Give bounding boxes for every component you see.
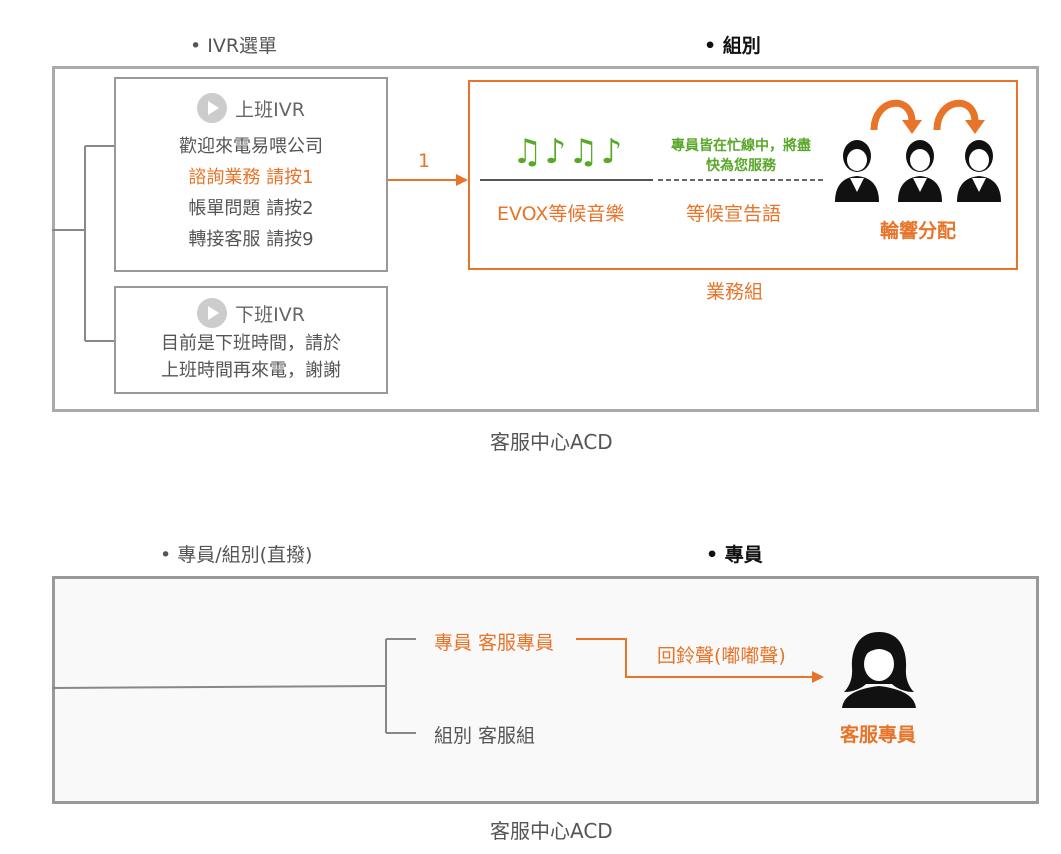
- day-ivr-title: 上班IVR: [235, 98, 305, 121]
- agent-route-label: 專員 客服專員: [434, 632, 555, 654]
- night-ivr-line: 目前是下班時間，請於: [161, 333, 341, 354]
- female-agent-icon: [842, 632, 916, 708]
- agent-section-label: • 專員: [706, 544, 763, 566]
- trunk-line: [52, 685, 387, 689]
- rotate-arrow-icon: [933, 100, 979, 131]
- busy-message-line: 專員皆在忙線中，將盡: [671, 138, 811, 154]
- day-ivr-line-highlight: 諮詢業務 請按1: [188, 167, 314, 188]
- agent-icon: [957, 140, 1001, 202]
- top-connectors: [52, 145, 468, 342]
- day-ivr-box: 上班IVR 歡迎來電易喂公司 諮詢業務 請按1 帳單問題 請按2 轉接客服 請按…: [114, 77, 388, 272]
- rotate-arrow-head: [965, 120, 985, 134]
- acd-caption-top: 客服中心ACD: [490, 430, 613, 454]
- route-arrow-head: [456, 174, 468, 186]
- music-notes-icon: ♫♪♫♪: [512, 132, 625, 172]
- evox-label: EVOX等候音樂: [497, 203, 625, 225]
- group-name-label: 業務組: [706, 281, 764, 303]
- round-robin-label: 輪響分配: [880, 220, 957, 242]
- agent-icon: [898, 140, 942, 202]
- ivr-menu-label: • IVR選單: [190, 35, 278, 57]
- rotate-arrow-head: [902, 120, 922, 134]
- group-route-label: 組別 客服組: [434, 725, 536, 747]
- play-icon: [197, 93, 228, 123]
- group-section-label: • 組別: [704, 35, 761, 57]
- agent-icon: [835, 140, 879, 202]
- night-ivr-title: 下班IVR: [235, 303, 305, 326]
- busy-message: 專員皆在忙線中，將盡 快為您服務: [651, 136, 831, 176]
- rotate-arrow-icon: [870, 100, 916, 131]
- round-robin-graphic: [835, 100, 1001, 202]
- ringback-arrow-head: [812, 671, 824, 683]
- ringback-route-line: [576, 638, 812, 678]
- day-ivr-line: 轉接客服 請按9: [188, 229, 314, 250]
- day-ivr-line: 歡迎來電易喂公司: [179, 136, 323, 157]
- route-digit: 1: [418, 150, 431, 172]
- group-lines: [480, 179, 826, 181]
- acd-caption-bottom: 客服中心ACD: [490, 819, 613, 843]
- bottom-connectors: [52, 638, 824, 734]
- play-icon: [197, 298, 228, 328]
- day-ivr-line: 帳單問題 請按2: [188, 198, 314, 219]
- ringback-label: 回鈴聲(嘟嘟聲): [657, 645, 786, 667]
- night-ivr-box: 下班IVR 目前是下班時間，請於 上班時間再來電，謝謝: [114, 286, 388, 394]
- announce-label: 等候宣告語: [686, 203, 782, 225]
- agent-group-label: • 專員/組別(直撥): [160, 544, 313, 566]
- night-ivr-title-row: 下班IVR: [116, 298, 386, 328]
- agent-name-label: 客服專員: [840, 724, 917, 746]
- busy-message-line: 快為您服務: [706, 158, 776, 174]
- day-ivr-title-row: 上班IVR: [116, 93, 386, 123]
- night-ivr-line: 上班時間再來電，謝謝: [161, 360, 341, 381]
- group-box: [468, 80, 1018, 270]
